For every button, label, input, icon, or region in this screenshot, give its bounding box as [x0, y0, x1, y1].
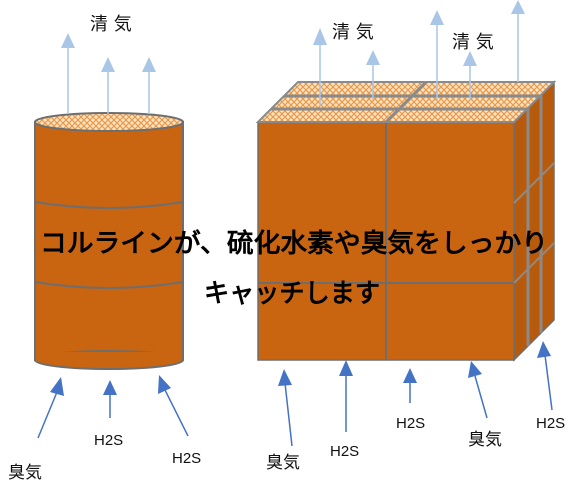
box-side-face	[513, 80, 555, 362]
h2s-label-box-2: H2S	[396, 415, 425, 432]
drum-band-1	[34, 201, 184, 209]
headline-line-1: コルラインが、硫化水素や臭気をしっかり	[40, 228, 548, 259]
h2s-label-drum-right: H2S	[172, 450, 201, 467]
drum-body	[34, 121, 184, 361]
drum-band-2	[34, 281, 184, 289]
drum-filter-top	[34, 112, 184, 132]
clean-air-label-box-right: 清 気	[452, 32, 494, 53]
odor-label-box-left: 臭気	[266, 453, 300, 473]
drum-clean-air-arrows	[61, 33, 156, 114]
box-inflow-arrows	[278, 341, 553, 447]
h2s-label-drum-center: H2S	[94, 432, 123, 449]
odor-label-drum: 臭気	[8, 463, 42, 483]
h2s-label-box-3: H2S	[536, 415, 565, 432]
box-container	[255, 80, 557, 362]
clean-air-label-drum: 清 気	[90, 14, 132, 35]
odor-label-box-right: 臭気	[468, 430, 502, 450]
drum-container	[34, 112, 184, 370]
box-clean-air-arrows	[313, 0, 525, 106]
headline-line-2: キャッチします	[204, 279, 380, 309]
h2s-label-box-1: H2S	[330, 443, 359, 460]
drum-inflow-arrows	[37, 375, 189, 439]
clean-air-label-box-left: 清 気	[332, 22, 374, 43]
